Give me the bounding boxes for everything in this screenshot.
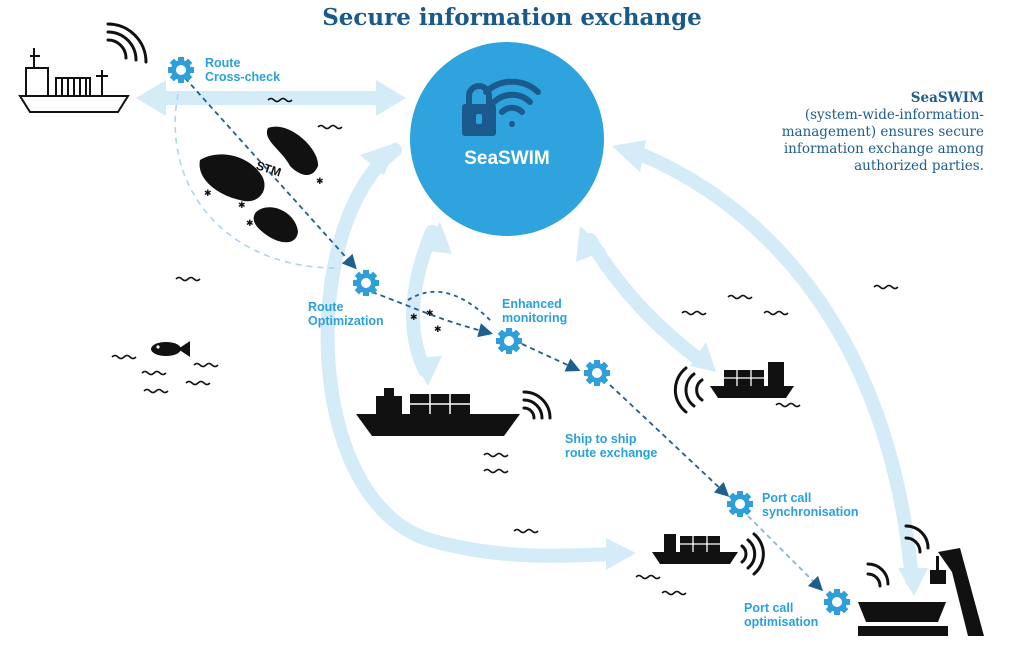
- svg-text:✱: ✱: [410, 313, 418, 323]
- gear-icon: [824, 589, 850, 615]
- lock-icon: [462, 83, 496, 136]
- svg-text:✱: ✱: [240, 163, 248, 173]
- crane-icon: [858, 548, 984, 636]
- page-title: Secure information exchange: [322, 4, 702, 31]
- hub-label: SeaSWIM: [464, 148, 550, 169]
- ship-icon: [710, 362, 794, 398]
- connection-arrowheads: [136, 80, 928, 596]
- signal-waves-icon: [673, 366, 704, 414]
- wifi-icon: [483, 78, 541, 127]
- signal-waves-icon: [740, 532, 765, 576]
- svg-text:✱: ✱: [316, 177, 324, 187]
- description-text: SeaSWIM (system-wide-information- manage…: [781, 90, 984, 174]
- fish-icon: [151, 341, 190, 357]
- gear-icon: [727, 491, 753, 517]
- gear-icon: [584, 360, 610, 386]
- description-heading: SeaSWIM: [910, 90, 984, 106]
- svg-text:✱: ✱: [426, 309, 434, 319]
- svg-text:✱: ✱: [434, 325, 442, 335]
- ship-icon: [18, 48, 130, 113]
- gear-icon: [353, 270, 379, 296]
- route-path: [184, 77, 824, 592]
- svg-text:✱: ✱: [204, 189, 212, 199]
- signal-waves-icon: [866, 524, 930, 588]
- gear-icon: [496, 328, 522, 354]
- svg-text:✱: ✱: [238, 201, 246, 211]
- island-icon: [199, 126, 319, 243]
- signal-waves-icon: [106, 22, 148, 64]
- gear-icon: [168, 57, 194, 83]
- ship-icon: [356, 388, 520, 436]
- seaswim-hub: [410, 42, 604, 236]
- signal-waves-icon: [522, 390, 552, 420]
- ship-icon: [652, 534, 738, 564]
- svg-text:✱: ✱: [246, 219, 254, 229]
